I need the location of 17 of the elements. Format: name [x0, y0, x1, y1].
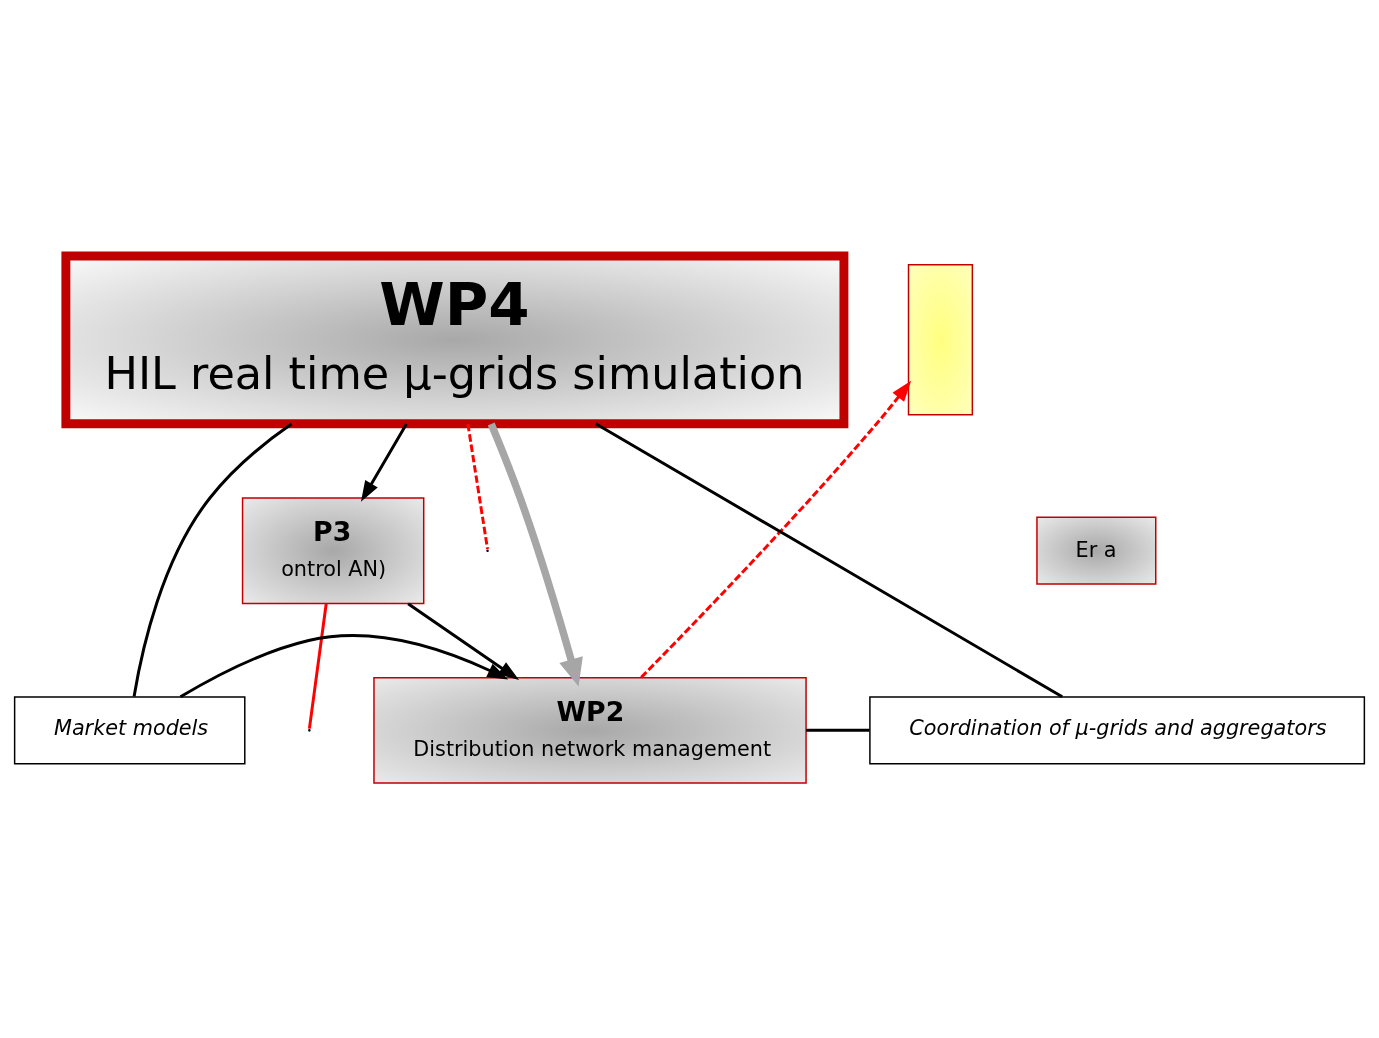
- node-box: P3 ontrol AN): [241, 496, 425, 604]
- arrow: [487, 422, 583, 686]
- arrow: [179, 633, 509, 698]
- node-box: WP2 Distribution network management: [373, 676, 807, 784]
- arrow: [640, 380, 912, 678]
- node-box: Coordination of μ-grids and aggregators: [869, 695, 1366, 764]
- arrow: [407, 602, 520, 680]
- arrow: [360, 422, 408, 502]
- connector: [466, 423, 489, 549]
- node-box: Market models: [13, 695, 246, 764]
- node-box: [907, 263, 974, 416]
- connector: [132, 422, 293, 697]
- connector: [806, 728, 870, 732]
- node-box: Er a: [1036, 516, 1157, 585]
- connector: [307, 603, 328, 729]
- node-box: WP4 HIL real time μ-grids simulation: [61, 251, 849, 428]
- connector: [595, 421, 1063, 698]
